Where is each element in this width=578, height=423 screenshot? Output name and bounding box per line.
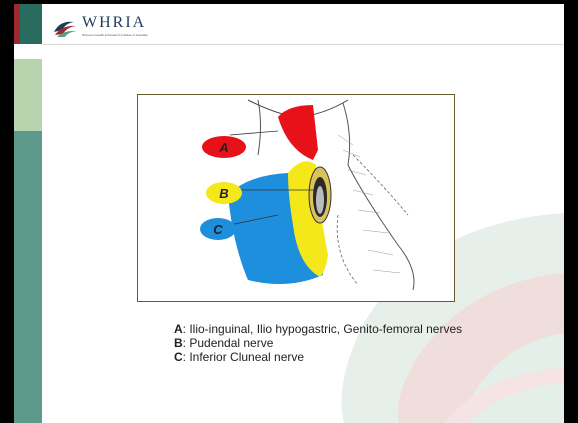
nerve-diagram: A B C — [138, 95, 453, 300]
caption: A: Ilio-inguinal, Ilio hypogastric, Geni… — [174, 322, 464, 364]
logo-subtitle: Women's Health & Research Institute of A… — [82, 33, 147, 37]
caption-key-a: A — [174, 322, 183, 336]
caption-item-b: B: Pudendal nerve — [174, 336, 464, 350]
caption-item-c: C: Inferior Cluneal nerve — [174, 350, 464, 364]
caption-text-c: : Inferior Cluneal nerve — [183, 350, 304, 364]
header-divider — [42, 44, 564, 45]
region-a — [278, 105, 318, 160]
label-c: C — [213, 222, 223, 237]
caption-key-c: C — [174, 350, 183, 364]
wave-logo-icon — [52, 16, 78, 38]
label-a: A — [218, 140, 228, 155]
whria-logo: WHRIA Women's Health & Research Institut… — [52, 14, 182, 40]
caption-key-b: B — [174, 336, 183, 350]
side-bar-teal — [14, 131, 42, 423]
label-b: B — [219, 186, 228, 201]
side-bar-accent — [14, 4, 20, 44]
caption-text-a: : Ilio-inguinal, Ilio hypogastric, Genit… — [183, 322, 462, 336]
caption-text-b: : Pudendal nerve — [183, 336, 274, 350]
side-bar-light — [14, 59, 42, 131]
nerve-diagram-figure: A B C — [137, 94, 455, 302]
logo-text: WHRIA — [82, 14, 146, 32]
slide: WHRIA Women's Health & Research Institut… — [14, 4, 564, 423]
caption-item-a: A: Ilio-inguinal, Ilio hypogastric, Geni… — [174, 322, 464, 336]
